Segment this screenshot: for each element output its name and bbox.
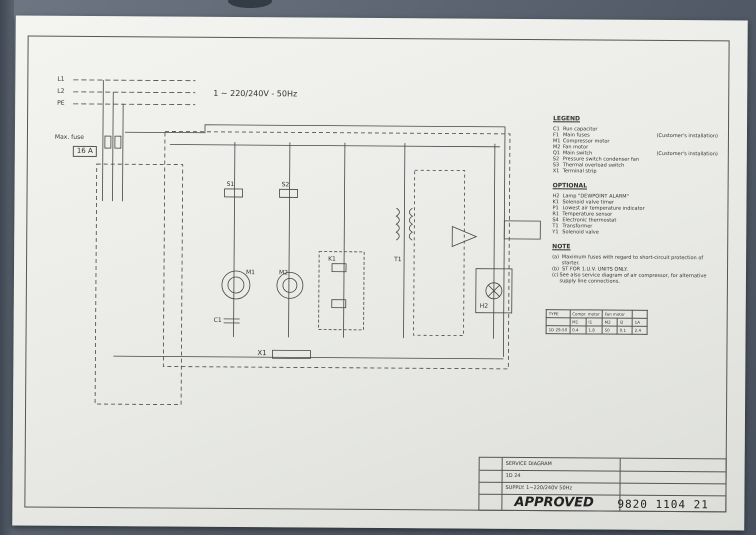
line-label-l2: L2 (57, 87, 65, 95)
diagram-title: SERVICE DIAGRAM (505, 460, 552, 468)
table-cell: I2 (617, 318, 633, 327)
component-h2: H2 (479, 302, 489, 310)
service-diagram-sheet: 1 ~ 220/240V - 50Hz L1 L2 PE Max. fuse 1… (12, 15, 748, 531)
component-t1: T1 (394, 256, 402, 264)
component-m2: M2 (278, 269, 289, 277)
component-s2: S2 (281, 181, 290, 189)
approved-stamp: APPROVED (514, 494, 594, 511)
component-s1: S1 (226, 180, 235, 188)
terminal-strip-label: X1 (257, 349, 267, 358)
diagram-supply: SUPPLY: 1~220/240V 50Hz (505, 484, 573, 492)
table-cell: M2 (602, 318, 618, 327)
optional-heading: OPTIONAL (552, 182, 588, 190)
table-cell: 50 (602, 326, 618, 335)
panel-edge (0, 0, 14, 535)
spec-table: TYPE Compr. motor Fan motor M1 I1 M2 I2 … (546, 309, 648, 335)
legend-heading: LEGEND (553, 115, 581, 123)
line-label-l1: L1 (57, 75, 65, 83)
note-item: (c)See also service diagram of air compr… (551, 272, 707, 285)
table-cell: 2.4 (632, 326, 648, 335)
table-cell: 1.8 (585, 325, 603, 335)
wiring-schematic (73, 79, 541, 406)
component-k1: K1 (328, 255, 336, 263)
table-cell: 1A (632, 318, 648, 327)
table-cell: M1 (569, 317, 586, 326)
table-cell: 1D 29-50 (546, 325, 570, 334)
line-label-pe: PE (57, 99, 65, 107)
panel-screw (228, 0, 272, 8)
supply-label: 1 ~ 220/240V - 50Hz (213, 88, 298, 99)
table-cell: I1 (585, 317, 603, 327)
table-cell: 0.1 (617, 326, 633, 335)
table-cell: Fan motor (602, 310, 633, 319)
component-m1: M1 (245, 269, 256, 277)
table-cell (632, 310, 648, 319)
table-cell: Compr. motor (569, 309, 603, 319)
diagram-model: 1D 24 (505, 472, 521, 479)
fuse-rating: 16 A (72, 145, 97, 158)
note-heading: NOTE (552, 243, 571, 251)
table-cell (546, 317, 570, 326)
table-cell: TYPE (546, 309, 570, 318)
fuse-caption: Max. fuse (54, 133, 84, 141)
table-row: 1D 29-50 0.4 1.8 50 0.1 2.4 (546, 325, 648, 335)
document-number: 9820 1104 21 (617, 497, 709, 512)
component-c1: C1 (213, 316, 222, 324)
table-cell: 0.4 (569, 325, 586, 334)
